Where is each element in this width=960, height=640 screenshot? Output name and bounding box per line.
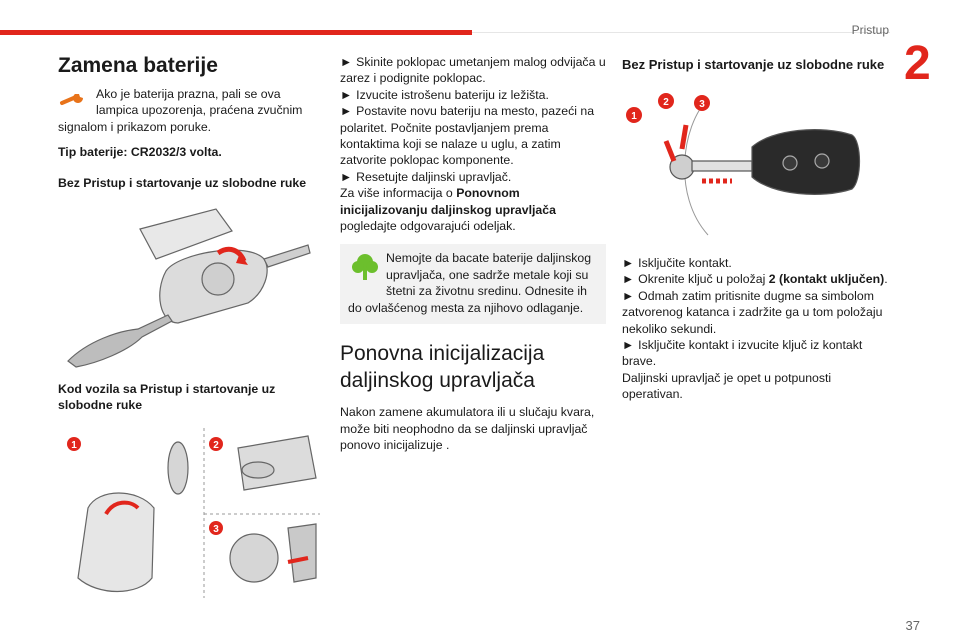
column-3: Bez Pristup i startovanje uz slobodne ru… — [622, 56, 892, 403]
reinit-step-1: ►Isključite kontakt. — [622, 256, 732, 270]
fig2-label-1: 1 — [71, 440, 77, 451]
page-number: 37 — [905, 618, 920, 633]
reinit-final: Daljinski upravljač je opet u potpunosti… — [622, 370, 832, 402]
fig2-label-3: 3 — [213, 524, 219, 535]
reinit-step-2: ►Okrenite ključ u položaj 2 (kontakt ukl… — [622, 272, 888, 287]
arrow-icon: ► — [340, 169, 353, 184]
warning-text: Ako je baterija prazna, pali se ova lamp… — [58, 87, 303, 134]
wrench-warning-icon — [58, 86, 90, 116]
header-accent-bar — [0, 30, 472, 35]
figure-key-cover-removal — [58, 201, 320, 370]
subheading-no-keyless: Bez Pristup i startovanje uz slobodne ru… — [58, 175, 307, 190]
column-2: ►Skinite poklopac umetanjem malog odvija… — [340, 54, 606, 453]
step-insert-battery: ►Postavite novu bateriju na mesto, pazeć… — [340, 104, 595, 168]
environment-note: Nemojte da bacate baterije daljinskog up… — [340, 244, 606, 325]
subheading-no-keyless-reinit: Bez Pristup i startovanje uz slobodne ru… — [622, 57, 885, 72]
arrow-icon: ► — [622, 256, 635, 270]
figure-ignition-key: 1 2 3 — [622, 85, 892, 245]
arrow-icon: ► — [340, 87, 353, 102]
column-1: Zamena baterije Ako je baterija prazna, … — [58, 54, 320, 600]
reinit-step-4: ►Isključite kontakt i izvucite ključ iz … — [622, 338, 863, 369]
fig3-label-3: 3 — [699, 99, 705, 110]
reinit-step-3: ►Odmah zatim pritisnite dugme sa simbolo… — [622, 288, 883, 336]
note-text: Nemojte da bacate baterije daljinskog up… — [348, 251, 592, 315]
tree-icon — [348, 250, 382, 284]
more-info: Za više informacija o Ponovnom inicijali… — [340, 186, 556, 234]
fig3-label-1: 1 — [631, 111, 637, 122]
page-title: Zamena baterije — [58, 54, 218, 77]
reinit-title: Ponovna inicijalizacija daljinskog uprav… — [340, 342, 545, 393]
arrow-icon: ► — [340, 55, 353, 69]
chapter-number: 2 — [904, 37, 931, 90]
section-title: Pristup — [851, 23, 889, 37]
header-rule — [472, 32, 890, 33]
step-remove-battery: ►Izvucite istrošenu bateriju iz ležišta. — [340, 87, 549, 102]
reinit-intro: Nakon zamene akumulatora ili u slučaju k… — [340, 405, 595, 452]
arrow-icon: ► — [622, 272, 635, 287]
arrow-icon: ► — [340, 104, 353, 119]
arrow-icon: ► — [622, 338, 635, 353]
more-info-link[interactable]: Ponovnom inicijalizovanju daljinskog upr… — [340, 186, 556, 217]
subheading-keyless: Kod vozila sa Pristup i startovanje uz s… — [58, 382, 276, 413]
fig3-label-2: 2 — [663, 97, 669, 108]
warning-block: Ako je baterija prazna, pali se ova lamp… — [58, 86, 320, 135]
step-reset-remote: ►Resetujte daljinski upravljač. — [340, 169, 512, 184]
figure-keyless-battery: 1 2 3 — [58, 427, 320, 600]
fig2-label-2: 2 — [213, 440, 219, 451]
battery-type: Tip baterije: CR2032/3 volta. — [58, 145, 222, 160]
step-remove-cover: ►Skinite poklopac umetanjem malog odvija… — [340, 55, 606, 86]
arrow-icon: ► — [622, 288, 635, 303]
